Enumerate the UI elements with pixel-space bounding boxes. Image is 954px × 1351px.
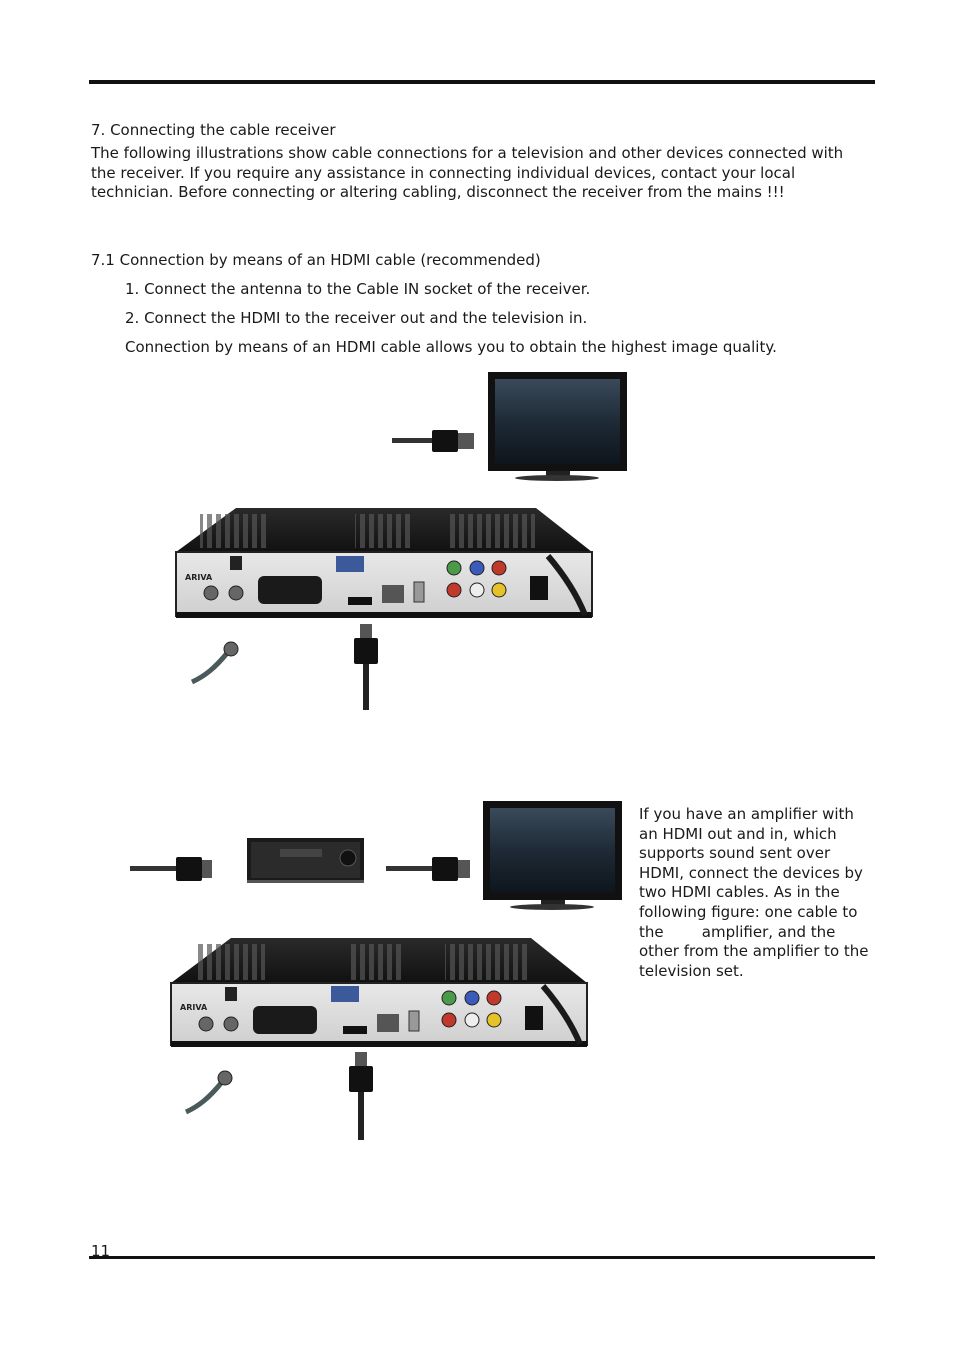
page-number: 11: [91, 1242, 111, 1260]
section-heading: 7. Connecting the cable receiver: [91, 121, 336, 139]
amplifier: [247, 838, 364, 883]
antenna-cable-2: [184, 1070, 233, 1115]
header-rule: [89, 80, 875, 84]
power-cord-2: [540, 984, 583, 1046]
step-2: 2. Connect the HDMI to the receiver out …: [125, 309, 588, 327]
subsection-heading: 7.1 Connection by means of an HDMI cable…: [91, 251, 541, 269]
hdmi-plug-amplifier-in: [130, 857, 212, 881]
amplifier-note: If you have an amplifier with an HDMI ou…: [639, 805, 874, 980]
brand-label: ARIVA: [185, 573, 213, 582]
hdmi-plug-receiver-2: [349, 1052, 373, 1140]
power-cord-1: [545, 554, 588, 617]
television-2: [483, 801, 622, 910]
antenna-cable-1: [190, 641, 239, 685]
section-intro: The following illustrations show cable c…: [91, 144, 844, 202]
step-1: 1. Connect the antenna to the Cable IN s…: [125, 280, 591, 298]
receiver-1: ARIVA: [175, 508, 593, 618]
footer-rule: [89, 1256, 875, 1259]
hdmi-plug-tv-2: [386, 857, 470, 881]
hdmi-plug-tv-1: [392, 430, 474, 452]
television-1: [488, 372, 627, 481]
image-quality-note: Connection by means of an HDMI cable all…: [125, 338, 777, 356]
hdmi-plug-receiver-1: [354, 624, 378, 710]
receiver-2: ARIVA: [170, 938, 588, 1047]
brand-label-2: ARIVA: [180, 1003, 208, 1012]
